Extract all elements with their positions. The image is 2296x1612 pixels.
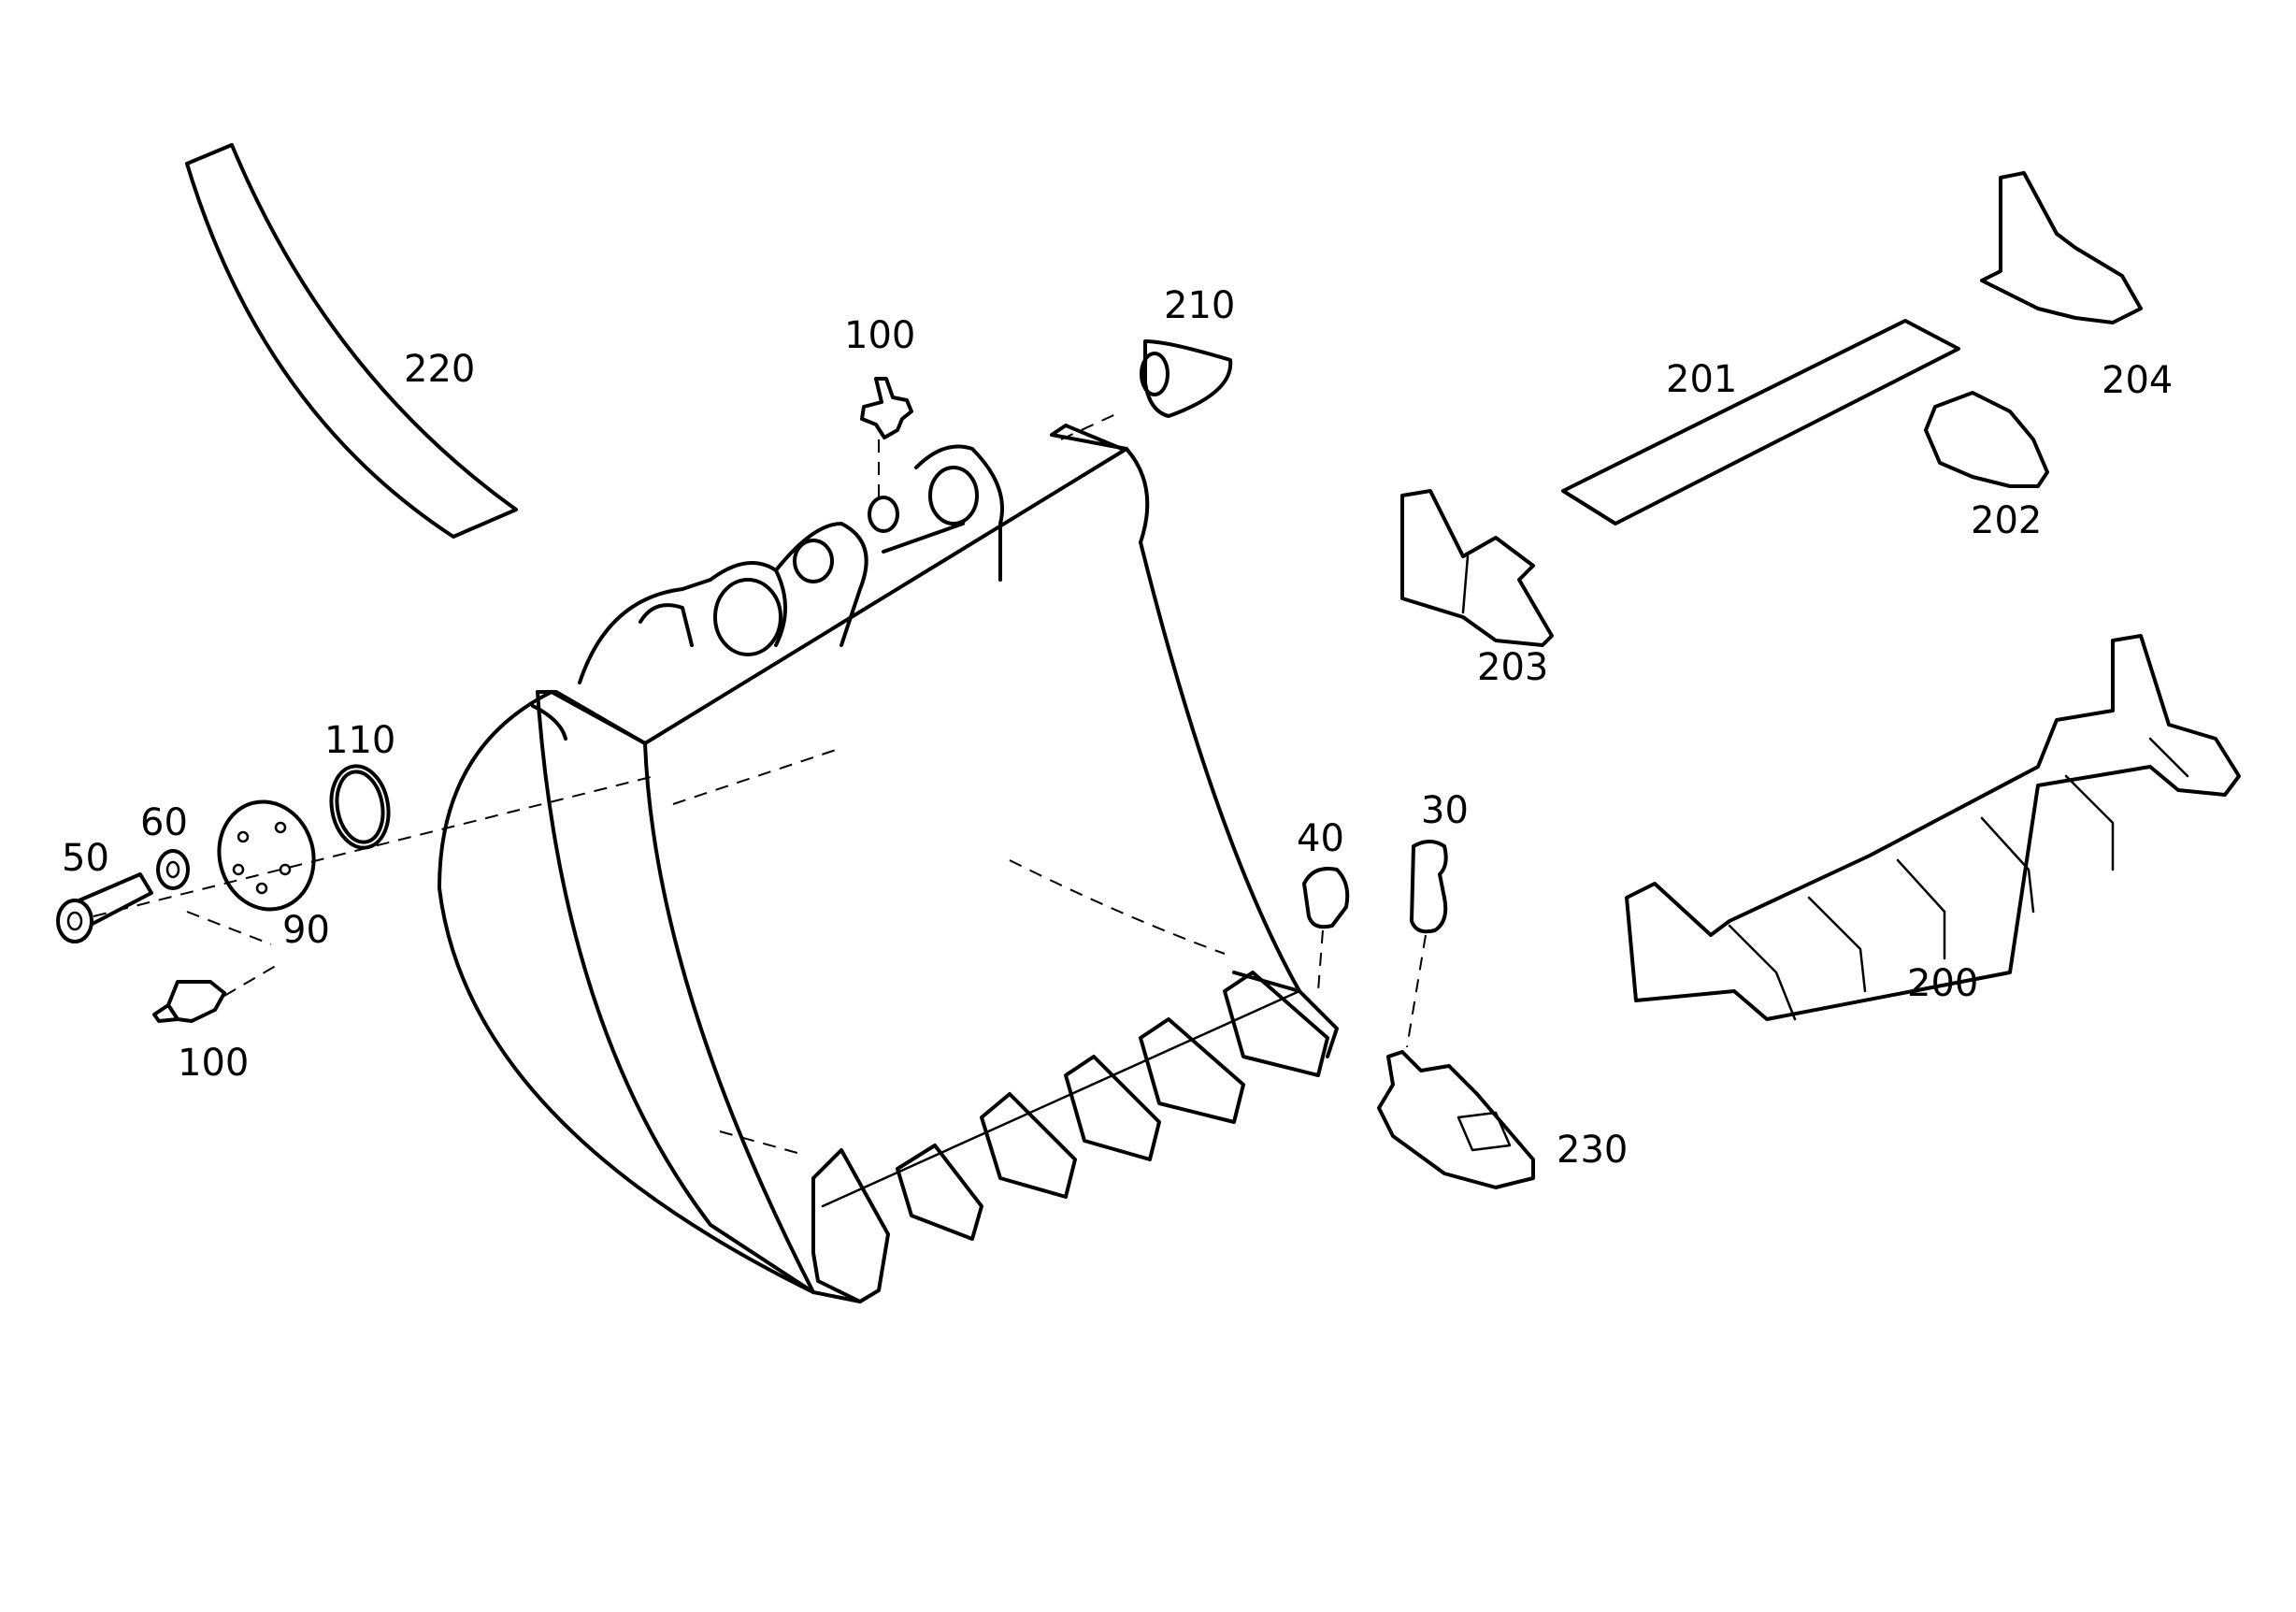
- label-220: 220: [404, 348, 475, 391]
- part-110-o-ring: [329, 764, 391, 850]
- assembly-axis-line-2: [186, 911, 272, 945]
- label-100-top: 100: [844, 314, 915, 357]
- part-50-bolt: [56, 872, 153, 943]
- label-210: 210: [1164, 284, 1235, 327]
- label-30: 30: [1421, 789, 1469, 832]
- label-202: 202: [1971, 499, 2042, 542]
- part-30-pin: [1406, 840, 1448, 1048]
- part-202-tooth-adapter: [1924, 391, 2049, 488]
- label-50: 50: [62, 837, 109, 880]
- part-204-side-cutter: [1980, 171, 2143, 324]
- label-200: 200: [1907, 962, 1978, 1005]
- part-90-plate: [217, 799, 316, 912]
- label-60: 60: [140, 801, 188, 844]
- part-203-side-cutter: [1400, 489, 1554, 647]
- part-40-pin-retainer: [1302, 867, 1350, 992]
- label-90: 90: [282, 909, 330, 952]
- label-40: 40: [1297, 817, 1344, 860]
- label-201: 201: [1666, 358, 1737, 401]
- part-100-grease-nipple-bottom: [152, 962, 281, 1023]
- bucket-body: [438, 424, 1339, 1303]
- part-201-cutting-edge-strip: [1561, 319, 1960, 525]
- part-210-pin: [1060, 339, 1233, 440]
- label-203: 203: [1477, 646, 1548, 689]
- part-220-wear-strip: [185, 143, 518, 539]
- assembly-axis-line: [93, 775, 655, 917]
- label-230: 230: [1557, 1129, 1628, 1172]
- part-100-grease-nipple-top: [860, 377, 913, 505]
- part-230-tooth: [1377, 1050, 1535, 1189]
- part-60-washer: [156, 849, 190, 890]
- label-100-bottom: 100: [178, 1042, 249, 1085]
- part-200-teeth-set: [1625, 634, 2241, 1021]
- label-204: 204: [2102, 359, 2173, 402]
- label-110: 110: [324, 719, 395, 762]
